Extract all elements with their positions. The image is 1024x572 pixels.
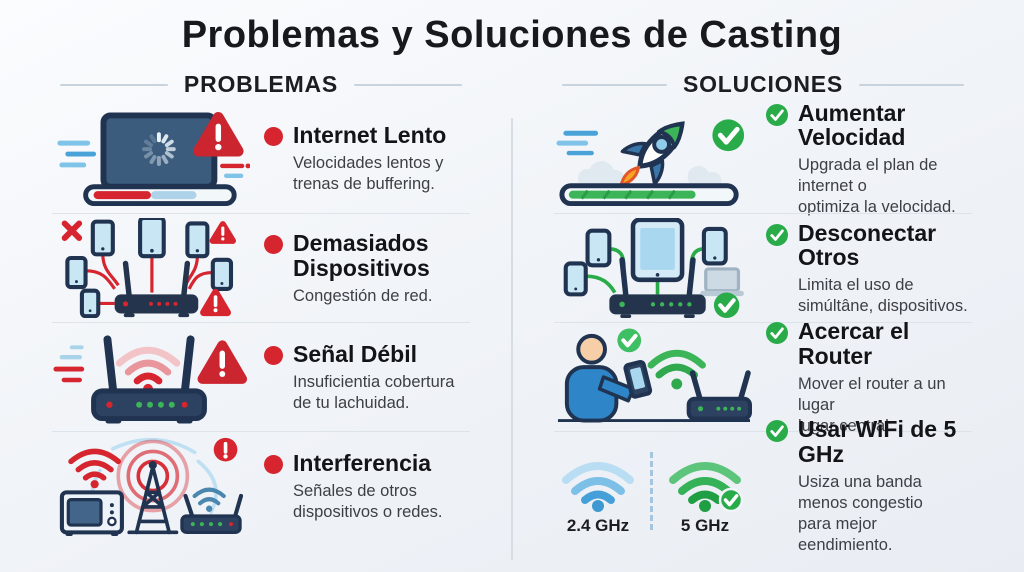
solution-description: Limita el uso de simúltâne, dispositivos…: [798, 276, 968, 316]
solution-title: Desconectar Otros: [798, 219, 937, 271]
router-icon: [686, 370, 752, 421]
phones: [65, 218, 234, 318]
router-icon: [91, 335, 207, 424]
wifi-24ghz-stack: 2.4 GHz: [558, 450, 638, 536]
problem-description: Congestión de red.: [293, 286, 433, 305]
check-circle-icon: [718, 487, 744, 512]
progress-bar-red: [93, 190, 151, 199]
problem-row-senal-debil: Señal Débil Insuficientia cobertura de t…: [52, 322, 470, 431]
warning-triangle-icon: [197, 340, 248, 384]
solution-title: Acercar el Router: [798, 318, 910, 369]
router-icon: [609, 257, 706, 318]
too-many-devices-icon: [52, 218, 250, 318]
problem-row-demasiados-dispositivos: Demasiados Dispositivos Congestión de re…: [52, 213, 470, 322]
solution-row-desconectar-otros: Desconectar Otros Limita el uso de simúl…: [554, 213, 972, 322]
wifi-24ghz-icon: [562, 462, 634, 512]
phones: [563, 226, 728, 297]
content-grid: Internet Lento Velocidades lentos y tren…: [0, 99, 1024, 554]
warning-triangle-icon: [193, 111, 244, 157]
column-headers: PROBLEMAS SOLUCIONES: [0, 71, 1024, 98]
solution-row-aumentar-velocidad: Aumentar Velocidad Upgrada el plan de in…: [554, 99, 972, 216]
move-router-icon: [554, 327, 752, 427]
router-icon: [114, 260, 199, 318]
problem-bullet-icon: [264, 345, 283, 365]
solution-row-acercar-router: Acercar el Router Mover el router a un l…: [554, 318, 972, 435]
problems-header: PROBLEMAS: [52, 71, 470, 98]
band-label-5ghz: 5 GHz: [680, 516, 730, 535]
wifi-5ghz-band-icon: [669, 462, 744, 512]
page-title: Problemas y Soluciones de Casting: [181, 14, 843, 56]
solution-description: Upgrada el plan de internet o optimiza l…: [798, 156, 956, 217]
progress-bar-green: [568, 190, 696, 199]
disconnect-devices-icon: [554, 218, 752, 318]
speed-lines-icon: [556, 130, 599, 155]
solution-title: Aumentar Velocidad: [798, 99, 906, 151]
problem-row-internet-lento: Internet Lento Velocidades lentos y tren…: [52, 104, 470, 213]
check-circle-icon: [712, 118, 745, 151]
problem-title: Demasiados Dispositivos: [293, 230, 430, 281]
check-icon: [766, 420, 788, 443]
speed-lines-icon: [57, 140, 97, 167]
problem-title: Interferencia: [293, 449, 432, 476]
solutions-header: SOLUCIONES: [554, 71, 972, 98]
solution-description: Usiza una banda menos congestio para mej…: [798, 473, 923, 555]
wifi-5ghz-icon: 2.4 GHz 5 GHz: [554, 436, 752, 536]
interference-icon: [52, 436, 250, 536]
solution-title: Usar WiFi de 5 GHz: [798, 416, 957, 468]
check-icon: [766, 322, 788, 345]
center-divider: [511, 118, 513, 560]
weak-signal-icon: [52, 327, 250, 427]
problem-bullet-icon: [264, 235, 283, 255]
person-icon: [564, 333, 653, 423]
microwave-icon: [59, 490, 124, 536]
problem-bullet-icon: [264, 454, 283, 474]
solution-description: Mover el router a un lugar lugar central…: [798, 374, 946, 435]
slow-internet-icon: [52, 109, 250, 209]
check-circle-icon: [713, 292, 740, 318]
wifi-red-icon: [68, 448, 122, 481]
band-divider: [650, 452, 653, 530]
wifi-blue-icon: [192, 487, 226, 506]
router-icon: [180, 493, 244, 534]
check-circle-icon: [617, 328, 642, 353]
wifi-weak-icon: [115, 346, 181, 385]
check-icon: [766, 223, 788, 246]
laptop-gray-icon: [700, 267, 744, 297]
problem-row-interferencia: Interferencia Señales de otros dispositi…: [52, 431, 470, 540]
wifi-5ghz-stack: 5 GHz: [665, 450, 745, 536]
solution-row-usar-wifi-5ghz: 2.4 GHz 5 GHz: [554, 417, 972, 554]
problem-description: Velocidades lentos y trenas de buffering…: [293, 154, 444, 194]
loading-spinner-icon: [142, 131, 176, 166]
warning-triangle-icon: [200, 288, 231, 317]
warning-triangle-icon: [209, 221, 236, 244]
red-x-icon: [61, 220, 83, 241]
speed-lines-icon: [53, 345, 85, 383]
antenna-tower-icon: [127, 466, 179, 535]
problem-bullet-icon: [264, 127, 283, 147]
check-icon: [766, 103, 788, 126]
rocket-speed-icon: [554, 109, 752, 209]
problem-title: Internet Lento: [293, 122, 447, 149]
problem-description: Insuficientia cobertura de tu lachuidad.: [293, 372, 455, 412]
problem-title: Señal Débil: [293, 340, 417, 367]
band-label-24ghz: 2.4 GHz: [566, 516, 630, 535]
alert-circle-icon: [213, 437, 238, 462]
problem-description: Señales de otros dispositivos o redes.: [293, 481, 443, 521]
